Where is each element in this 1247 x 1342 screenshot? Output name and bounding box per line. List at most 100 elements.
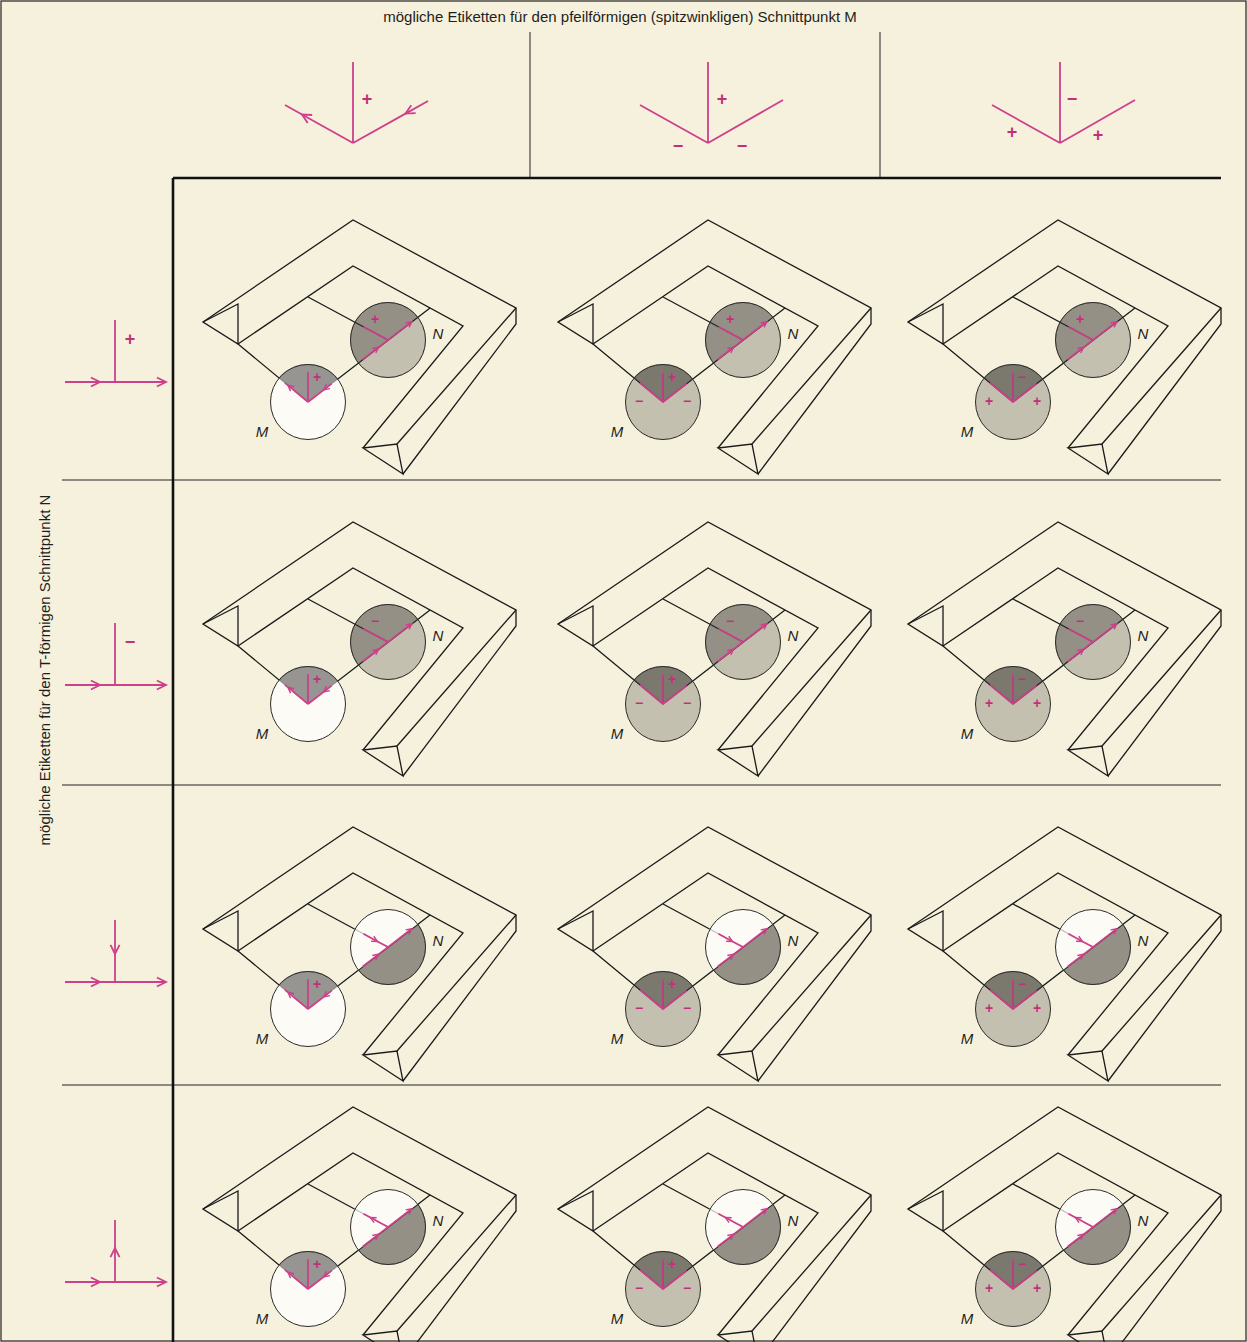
junction-sign: +	[985, 394, 993, 409]
line-art	[114, 954, 116, 982]
line-art	[65, 684, 100, 686]
line-art	[351, 605, 426, 680]
junction-name: N	[1138, 933, 1149, 950]
junction-name: N	[788, 933, 799, 950]
line-art	[352, 62, 354, 143]
line-art	[65, 1281, 100, 1283]
line-art	[558, 827, 871, 1081]
junction-name: N	[433, 933, 444, 950]
circle-shape	[705, 604, 781, 680]
line-art	[976, 365, 1051, 440]
line-art	[1056, 1190, 1131, 1265]
line-art	[626, 972, 701, 1047]
junction-sign: −	[635, 1281, 643, 1296]
line-art	[363, 1209, 412, 1247]
junction-sign: +	[313, 1257, 321, 1272]
junction-circle: M+	[270, 971, 346, 1047]
junction-circle: M+	[270, 364, 346, 440]
line-art	[65, 981, 100, 983]
line-art	[718, 327, 743, 340]
line-art	[271, 365, 346, 440]
line-art	[1068, 934, 1093, 947]
junction-sign: +	[313, 370, 321, 385]
line-art	[271, 667, 346, 742]
junction-circle: N−	[1055, 604, 1131, 680]
junction-sign: +	[1033, 394, 1041, 409]
diagram-title: mögliche Etiketten für den pfeilförmigen…	[383, 9, 857, 26]
line-art	[271, 972, 346, 1047]
junction-sign: +	[668, 672, 676, 687]
junction-sign: +	[668, 370, 676, 385]
line-art	[718, 624, 767, 662]
line-art	[285, 1259, 332, 1289]
axis-label: mögliche Etiketten für den T-förmigen Sc…	[37, 495, 54, 846]
line-art	[626, 972, 701, 1047]
line-art	[1056, 910, 1131, 985]
junction-sign: +	[668, 1257, 676, 1272]
junction-sign: +	[1033, 1001, 1041, 1016]
line-art	[114, 623, 116, 685]
junction-name: M	[961, 1031, 974, 1048]
circle-shape	[350, 302, 426, 378]
line-art	[1056, 303, 1131, 378]
line-art	[626, 1252, 701, 1327]
line-art	[279, 666, 338, 704]
line-art	[114, 1220, 116, 1248]
line-art	[203, 522, 516, 776]
circle-shape	[350, 1189, 426, 1265]
line-art	[706, 605, 781, 680]
junction-name: M	[611, 726, 624, 743]
line-art	[976, 972, 1051, 1047]
circle-shape	[270, 364, 346, 440]
line-art	[640, 372, 687, 402]
line-art	[558, 522, 871, 776]
line-art	[271, 972, 346, 1047]
junction-name: M	[961, 1311, 974, 1328]
line-art	[558, 1107, 871, 1342]
line-art	[271, 1252, 346, 1327]
line-art	[1068, 1214, 1093, 1227]
line-art	[530, 32, 531, 178]
line-art	[626, 365, 701, 440]
line-art	[990, 979, 1037, 1009]
line-art	[351, 1190, 426, 1265]
junction-circle: M+−−	[625, 666, 701, 742]
line-art	[706, 1190, 781, 1265]
junction-sign: −	[125, 633, 136, 653]
line-art	[718, 629, 743, 642]
junction-sign: +	[1093, 126, 1104, 146]
line-art	[706, 910, 781, 985]
junction-sign: +	[371, 312, 379, 327]
junction-sign: −	[635, 394, 643, 409]
circle-shape	[1055, 604, 1131, 680]
junction-name: M	[256, 1311, 269, 1328]
line-art	[992, 62, 1135, 143]
line-art	[1056, 605, 1131, 680]
junction-sign: −	[1018, 672, 1026, 687]
line-art	[976, 667, 1051, 742]
junction-sign: +	[125, 330, 136, 350]
line-art	[114, 320, 116, 382]
junction-sign: −	[1018, 1257, 1026, 1272]
junction-circle: N+	[1055, 302, 1131, 378]
junction-name: M	[961, 424, 974, 441]
junction-sign: −	[737, 137, 748, 157]
circle-shape	[1055, 1189, 1131, 1265]
circle-shape	[705, 1189, 781, 1265]
line-art	[285, 674, 332, 704]
line-art	[285, 979, 332, 1009]
junction-name: M	[256, 424, 269, 441]
junction-circle: N	[350, 909, 426, 985]
line-art	[363, 322, 412, 360]
line-art	[976, 667, 1051, 742]
line-art	[908, 522, 1221, 776]
line-art	[713, 317, 781, 378]
line-art	[908, 1107, 1221, 1342]
line-art	[713, 619, 781, 680]
junction-sign: −	[683, 696, 691, 711]
line-art	[626, 1252, 701, 1327]
junction-circle: M+−−	[625, 1251, 701, 1327]
line-art	[640, 1259, 687, 1289]
line-art	[1068, 327, 1093, 340]
